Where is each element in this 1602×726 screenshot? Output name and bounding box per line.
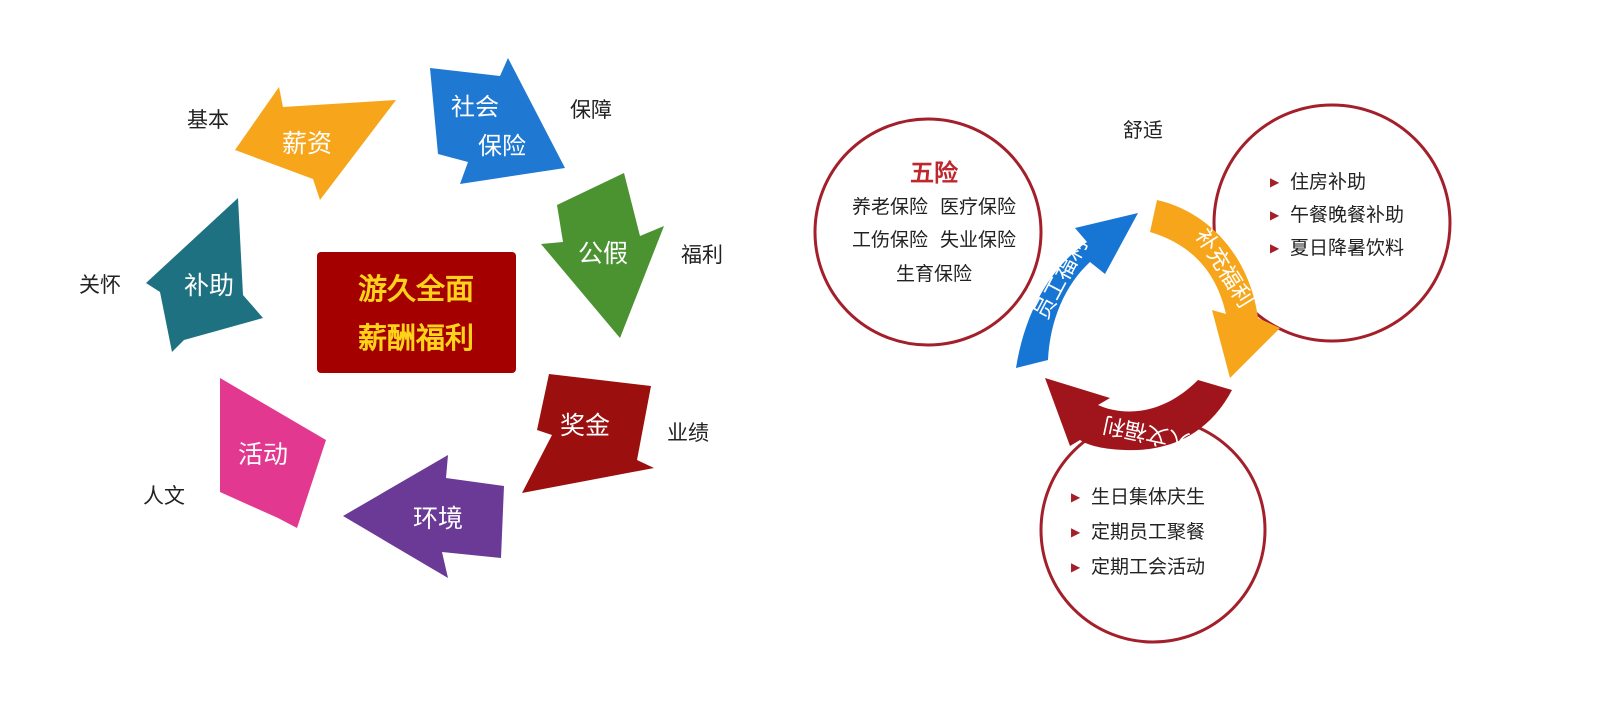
outer-label-humanity: 人文 — [143, 484, 185, 508]
cycle-arrow-employee-welfare: 员工福利 — [1016, 213, 1138, 368]
arrow-subsidy-text: 补助 — [184, 271, 234, 300]
center-box: 游久全面 薪酬福利 — [317, 252, 516, 373]
five-insurances-line2: 工伤保险 失业保险 — [852, 229, 1016, 251]
arrow-social-insurance: 社会 保险 保障 — [430, 58, 612, 184]
outer-label-performance: 业绩 — [667, 421, 709, 445]
center-box-line2: 薪酬福利 — [358, 321, 474, 355]
circle-five-insurances: 五险 养老保险 医疗保险 工伤保险 失业保险 生育保险 — [813, 117, 1043, 347]
arrow-environment-shape — [343, 455, 504, 578]
cycle-arrow-humanity-welfare: 人文福利 — [1045, 378, 1232, 454]
arrow-social-insurance-text2: 保险 — [478, 132, 526, 160]
supplementary-item-3: 夏日降暑饮料 — [1290, 237, 1404, 259]
supplementary-item-2: 午餐晚餐补助 — [1290, 204, 1404, 226]
arrow-public-holiday-text: 公假 — [578, 239, 628, 268]
circle-supplementary-ring — [1212, 103, 1452, 343]
outer-label-care: 关怀 — [79, 273, 121, 297]
bullet-icon: ▶ — [1071, 525, 1081, 539]
arrow-salary-shape — [235, 87, 396, 200]
bullet-icon: ▶ — [1071, 560, 1081, 574]
center-box-line1: 游久全面 — [358, 272, 474, 306]
bullet-icon: ▶ — [1270, 208, 1280, 222]
arrow-bonus: 奖金 业绩 — [522, 374, 709, 493]
humanity-item-1: 生日集体庆生 — [1091, 486, 1205, 508]
outer-label-welfare: 福利 — [681, 243, 723, 267]
supplementary-item-1: 住房补助 — [1290, 171, 1366, 193]
arrow-salary-text: 薪资 — [282, 129, 332, 158]
arrow-subsidy: 补助 关怀 — [79, 198, 263, 352]
outer-label-security: 保障 — [570, 98, 612, 122]
arrow-social-insurance-shape — [430, 58, 565, 184]
circle-supplementary: ▶ 住房补助 ▶ 午餐晚餐补助 ▶ 夏日降暑饮料 — [1212, 103, 1452, 343]
arrow-activities-text: 活动 — [238, 440, 288, 469]
arrow-activities-shape — [220, 378, 326, 528]
arrow-environment-text: 环境 — [413, 504, 463, 533]
arrow-environment: 环境 — [343, 455, 504, 578]
arrow-subsidy-shape — [146, 198, 263, 352]
arrow-bonus-shape — [522, 374, 654, 493]
circle-humanity: ▶ 生日集体庆生 ▶ 定期员工聚餐 ▶ 定期工会活动 — [1039, 416, 1267, 644]
five-insurances-line3: 生育保险 — [896, 263, 972, 285]
bullet-icon: ▶ — [1071, 490, 1081, 504]
circle-five-insurances-ring — [813, 117, 1043, 347]
five-insurances-line1: 养老保险 医疗保险 — [852, 196, 1016, 218]
humanity-item-3: 定期工会活动 — [1091, 556, 1205, 578]
humanity-item-2: 定期员工聚餐 — [1091, 521, 1205, 543]
arrow-activities: 活动 人文 — [143, 378, 326, 528]
arrow-social-insurance-text1: 社会 — [451, 93, 499, 121]
center-box-bg — [317, 252, 516, 373]
bullet-icon: ▶ — [1270, 175, 1280, 189]
outer-label-basic: 基本 — [187, 108, 229, 132]
left-benefits-cycle: 薪资 基本 社会 保险 保障 公假 福利 奖金 业绩 环境 — [79, 58, 723, 578]
arrow-bonus-text: 奖金 — [560, 411, 610, 440]
top-label-comfort: 舒适 — [1123, 118, 1163, 142]
arrow-public-holiday: 公假 福利 — [541, 173, 723, 338]
bullet-icon: ▶ — [1270, 241, 1280, 255]
arrow-salary: 薪资 基本 — [187, 87, 396, 200]
arrow-public-holiday-shape — [541, 173, 664, 338]
cycle-arrow-employee-welfare-shape — [1016, 213, 1138, 368]
cycle-arrow-humanity-welfare-shape — [1045, 378, 1232, 451]
cycle-arrow-supplementary-welfare-shape — [1150, 200, 1280, 378]
right-benefits-cycle: 舒适 五险 养老保险 医疗保险 工伤保险 失业保险 生育保险 ▶ 住房补助 ▶ … — [813, 103, 1452, 644]
five-insurances-title: 五险 — [910, 159, 959, 187]
